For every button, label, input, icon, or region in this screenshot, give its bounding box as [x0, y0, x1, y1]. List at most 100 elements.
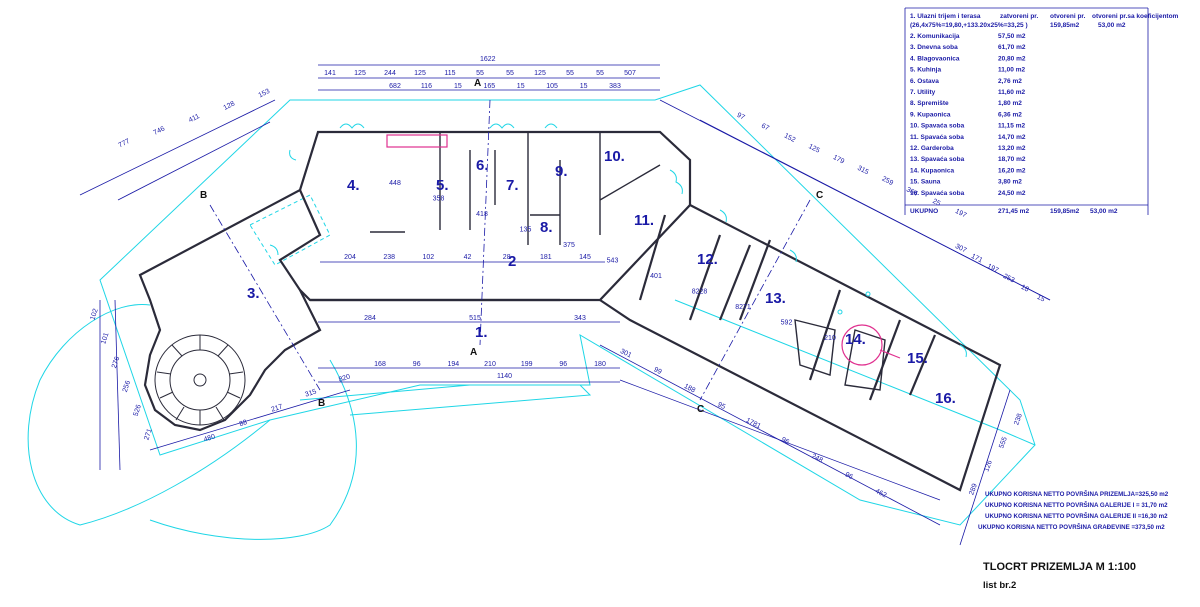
dim-label-bottom_row1: 515: [469, 315, 481, 322]
room-2: 2: [508, 253, 516, 270]
dimension-lines: [79, 64, 1051, 546]
dim-label-bottom_row2: 194: [447, 361, 459, 368]
legend-row-name: 2. Komunikacija: [910, 33, 960, 40]
room-8: 8.: [540, 219, 553, 236]
legend-row-name: 11. Spavaća soba: [910, 134, 964, 141]
room-11: 11.: [634, 212, 654, 229]
section-a-top: A: [474, 78, 481, 89]
section-lines: [209, 99, 811, 401]
dim-label-interior: 375: [563, 242, 575, 249]
dim-label-top_row2: 15: [517, 83, 525, 90]
dim-label-top_row1: 55: [506, 70, 514, 77]
legend-row-name: 3. Dnevna soba: [910, 44, 958, 51]
dim-label-right_top: 67: [760, 123, 770, 133]
room-16: 16.: [935, 390, 956, 407]
dim-label-left_side: 102: [89, 308, 99, 321]
dim-label-right_side: 307: [954, 243, 968, 255]
dim-label-right_lower: 95: [716, 401, 726, 411]
building-walls: [138, 130, 1002, 492]
legend-header-val1: 159,85m2: [1050, 22, 1080, 29]
legend-row-name: 8. Spremište: [910, 100, 949, 107]
dim-label-right_side: 171: [970, 253, 984, 265]
dim-label-interior: 210: [824, 335, 836, 342]
dim-label-mid_row: 145: [579, 254, 591, 261]
room-15: 15.: [907, 350, 928, 367]
dim-label-left_side: 101: [100, 332, 110, 345]
dim-label-right_top: 125: [807, 143, 821, 155]
legend-total-label: UKUPNO: [910, 208, 938, 215]
legend-header-val2: 53,00 m2: [1098, 22, 1126, 29]
dim-label-right_top: 179: [832, 154, 846, 166]
legend-row-area: 20,80 m2: [998, 55, 1026, 62]
room-6: 6.: [476, 157, 489, 174]
section-b-top: B: [200, 190, 207, 201]
legend-row-area: 18,70 m2: [998, 156, 1026, 163]
dim-label-bottom_row2: 210: [484, 361, 496, 368]
legend-row-area: 11,60 m2: [998, 89, 1025, 96]
legend-row-name: 5. Kuhinja: [910, 67, 941, 74]
dim-label-bottom_row2: 199: [521, 361, 533, 368]
dim-label-right_lower: 188: [683, 383, 697, 395]
total-gallery-2: UKUPNO KORISNA NETTO POVRŠINA GALERIJE I…: [985, 512, 1168, 520]
legend-total-b: 159,85m2: [1050, 208, 1080, 215]
dim-label-far_right: 238: [1013, 413, 1024, 426]
dim-label-mid_row: 28: [503, 254, 511, 261]
total-gallery-1: UKUPNO KORISNA NETTO POVRŠINA GALERIJE I…: [985, 501, 1168, 509]
dim-label-bottom_row1: 343: [574, 315, 586, 322]
legend-total: UKUPNO 271,45 m2 159,85m2 53,00 m2: [910, 208, 1118, 215]
dim-label-left_side: 526: [133, 404, 143, 417]
dim-label-top_row1: 141: [324, 70, 336, 77]
area-totals: UKUPNO KORISNA NETTO POVRŠINA PRIZEMLJA=…: [978, 490, 1169, 531]
dim-label-far_right: 289: [968, 483, 979, 496]
dim-label-top_row1: 55: [596, 70, 604, 77]
section-c-bottom: C: [697, 404, 704, 415]
legend-formula: (26,4x75%=19,80,+133.20x25%=33,25 ): [910, 22, 1028, 29]
dim-label-interior: 8271: [735, 304, 751, 311]
terrace-outline: [27, 84, 1036, 540]
dim-label-top_row1: 125: [534, 70, 546, 77]
dim-label-top_row2: 165: [483, 83, 495, 90]
section-markers: A A B B C C: [200, 78, 823, 415]
total-ground: UKUPNO KORISNA NETTO POVRŠINA PRIZEMLJA=…: [985, 490, 1169, 498]
dim-label-right_lower: 301: [619, 348, 633, 360]
room-12: 12.: [697, 251, 718, 268]
dim-label-right_lower: 96: [844, 471, 854, 481]
legend-row-area: 13,20 m2: [998, 145, 1026, 152]
legend-row-area: 24,50 m2: [998, 190, 1026, 197]
dim-label-far_right: 555: [998, 436, 1009, 449]
legend-total-a: 271,45 m2: [998, 208, 1029, 215]
room-13: 13.: [765, 290, 786, 307]
legend-row-name: 7. Utility: [910, 89, 936, 96]
legend-row-area: 11,00 m2: [998, 67, 1025, 74]
legend-row-area: 2,76 m2: [998, 78, 1022, 85]
dim-label-top_row2: 15: [580, 83, 588, 90]
dim-label-bottom_row2: 96: [559, 361, 567, 368]
dim-label-right_lower: 248: [810, 453, 824, 465]
dim-label-right_lower: 1781: [745, 417, 762, 430]
spiral-staircase: [154, 334, 246, 426]
legend-row-name: 16. Spavaća soba: [910, 190, 965, 197]
dim-label-right_top: 364: [905, 186, 919, 198]
legend-row-area: 1,80 m2: [998, 100, 1022, 107]
legend-header-col4: otvoreni pr.sa koeficijentom: [1092, 13, 1179, 20]
dim-label-bottom_row1: 284: [364, 315, 376, 322]
legend-row-name: 6. Ostava: [910, 78, 939, 85]
dim-label-top_row2: 383: [609, 83, 621, 90]
room-9: 9.: [555, 163, 568, 180]
dim-label-right_lower: 99: [653, 366, 663, 376]
dim-label-interior: 418: [476, 211, 488, 218]
legend-row-area: 14,70 m2: [998, 134, 1026, 141]
dim-label-top_row2: 116: [421, 83, 432, 90]
legend-header-col3: otvoreni pr.: [1050, 13, 1086, 20]
dim-label-right_top: 197: [954, 208, 968, 220]
dim-label-bottom_row2: 168: [374, 361, 386, 368]
room-1: 1.: [475, 324, 488, 341]
interior-partitions: [370, 132, 886, 391]
dim-label-right_top: 25: [931, 198, 941, 208]
dim-label-left_lower: 88: [239, 419, 249, 428]
dim-label-top_row2: 105: [546, 83, 558, 90]
dim-label-mid_row: 102: [422, 254, 434, 261]
dim-label-bottom_row2: 180: [594, 361, 606, 368]
legend-row-name: 9. Kupaonica: [910, 111, 951, 118]
